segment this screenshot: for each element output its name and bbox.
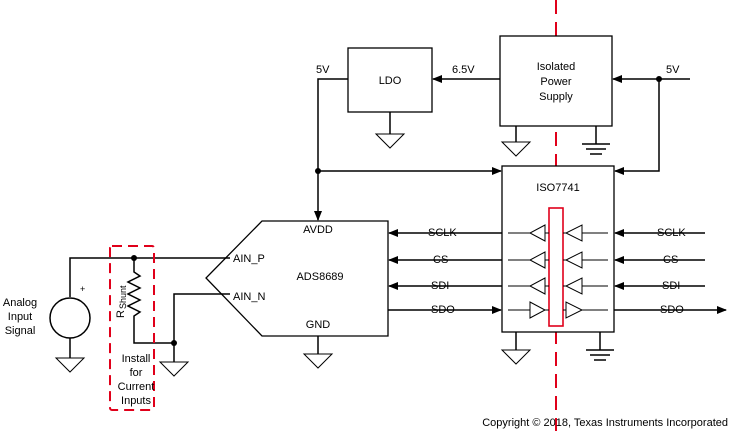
source-ground <box>54 357 86 373</box>
ldo-ground <box>374 112 406 149</box>
sclk-right-label: SCLK <box>657 227 686 239</box>
supply-ground-primary <box>500 126 532 157</box>
install-note-line-4: Inputs <box>121 395 151 407</box>
buffer-cs <box>508 251 608 269</box>
voltage-source <box>49 297 91 339</box>
isolated-supply-block <box>499 35 613 127</box>
isolator-barrier-box <box>548 207 564 327</box>
ldo-label: LDO <box>379 75 402 87</box>
ain-n-wire <box>173 293 230 362</box>
shunt-resistor-label: R <box>115 310 127 318</box>
supply-5v-input-label: 5V <box>666 64 680 76</box>
ain-p-wire <box>69 257 230 297</box>
ain-n-ground <box>158 361 190 377</box>
adc-ain-p-label: AIN_P <box>233 253 265 265</box>
buffer-sclk <box>508 224 608 242</box>
isolated-supply-line-3: Supply <box>539 91 573 103</box>
analog-input-label-line-3: Signal <box>5 325 36 337</box>
adc-gnd-label: GND <box>306 319 331 331</box>
adc-block <box>205 220 389 337</box>
install-note-line-2: for <box>130 367 143 379</box>
current-input-option-box <box>109 245 155 411</box>
adc-ain-n-label: AIN_N <box>233 291 265 303</box>
adc-ground <box>302 336 334 369</box>
sdo-left-label: SDO <box>431 304 455 316</box>
iso-vcc2-wire <box>614 79 660 175</box>
isolated-supply-line-1: Isolated <box>537 61 576 73</box>
isolator-ground-secondary <box>586 332 614 361</box>
isolated-supply-line-2: Power <box>540 76 572 88</box>
sdo-right-label: SDO <box>660 304 684 316</box>
sdi-right-label: SDI <box>662 280 680 292</box>
sclk-left-label: SCLK <box>428 227 457 239</box>
shunt-resistor <box>126 258 174 344</box>
adc-avdd-label: AVDD <box>303 224 333 236</box>
install-note-line-1: Install <box>122 353 151 365</box>
isolator-label: ISO7741 <box>536 182 579 194</box>
install-note-line-3: Current <box>118 381 155 393</box>
analog-input-label-line-1: Analog <box>3 297 37 309</box>
isolator-ground-primary <box>500 332 532 365</box>
buffer-sdo <box>508 301 608 319</box>
adc-name-label: ADS8689 <box>296 271 343 283</box>
copyright-text: Copyright © 2018, Texas Instruments Inco… <box>482 417 728 429</box>
source-polarity-label: + <box>80 284 85 294</box>
analog-input-label-line-2: Input <box>8 311 32 323</box>
cs-right-label: CS <box>663 254 678 266</box>
sdi-left-label: SDI <box>431 280 449 292</box>
cs-left-label: CS <box>433 254 448 266</box>
supply-6v5-label: 6.5V <box>452 64 475 76</box>
supply-ground-secondary <box>582 126 610 155</box>
buffer-sdi <box>508 277 608 295</box>
shunt-resistor-subscript: Shunt <box>118 285 128 309</box>
ldo-output-wire <box>314 78 348 221</box>
ldo-output-label: 5V <box>316 64 330 76</box>
ldo-block <box>347 47 433 113</box>
